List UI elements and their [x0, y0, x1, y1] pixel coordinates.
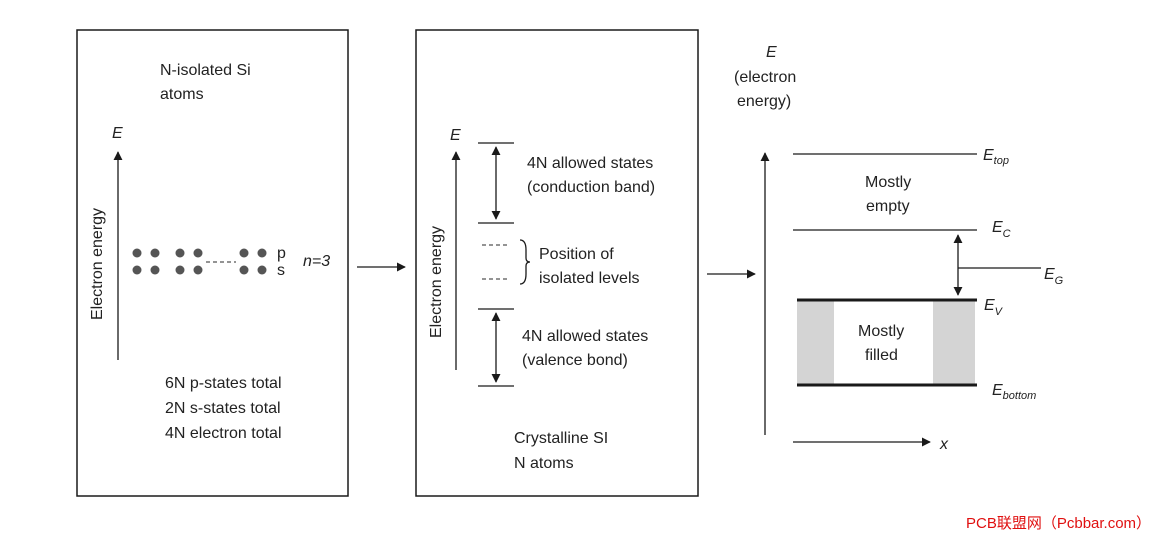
valence-label-line1: 4N allowed states: [522, 328, 648, 345]
e-bottom-label: Ebottom: [992, 382, 1036, 402]
p-level-label: p: [277, 245, 286, 262]
isolated-label-line2: isolated levels: [539, 270, 640, 287]
isolated-label-line1: Position of: [539, 246, 614, 263]
panel1-title-line2: atoms: [160, 86, 204, 103]
n-quantum-label: n=3: [303, 253, 330, 270]
panel1-stat-p-states: 6N p-states total: [165, 375, 282, 392]
panel-band-structure: E (electron energy) x Etop Mostly empty …: [734, 44, 1064, 453]
panel-isolated-atoms: N-isolated Si atoms E Electron energy p …: [76, 29, 349, 497]
e-c-label: EC: [992, 219, 1011, 240]
panel2-footer-line1: Crystalline SI: [514, 430, 608, 447]
conduction-label-line2: (conduction band): [527, 179, 655, 196]
valence-shade-right: [933, 300, 975, 385]
panel1-stat-s-states: 2N s-states total: [165, 400, 281, 417]
panel3-axis-desc-line2: energy): [737, 93, 791, 110]
panel1-stat-electrons: 4N electron total: [165, 425, 282, 442]
conduction-empty-line1: Mostly: [865, 174, 911, 191]
valence-filled-line1: Mostly: [858, 323, 904, 340]
panel3-axis-desc-line1: (electron: [734, 69, 796, 86]
panel2-axis-label: Electron energy: [428, 226, 445, 338]
panel1-axis-label: Electron energy: [89, 208, 106, 320]
e-top-label: Etop: [983, 147, 1009, 167]
valence-label-line2: (valence bond): [522, 352, 628, 369]
conduction-label-line1: 4N allowed states: [527, 155, 653, 172]
panel1-frame: [76, 29, 349, 497]
atomic-levels-dots: [132, 248, 267, 275]
conduction-empty-line2: empty: [866, 198, 910, 215]
panel2-axis-symbol: E: [450, 127, 461, 144]
e-g-label: EG: [1044, 266, 1064, 287]
panel2-footer-line2: N atoms: [514, 455, 574, 472]
valence-filled-line2: filled: [865, 347, 898, 364]
position-axis-label: x: [939, 436, 949, 453]
s-level-label: s: [277, 262, 285, 279]
watermark: PCB联盟网（Pcbbar.com）: [966, 515, 1151, 532]
isolated-levels-brace: [519, 239, 531, 285]
valence-shade-left: [797, 300, 834, 385]
panel1-title-line1: N-isolated Si: [160, 62, 251, 79]
e-v-label: EV: [984, 297, 1004, 318]
panel2-frame: [415, 29, 699, 497]
panel-crystalline: E Electron energy 4N allowed states (con…: [415, 29, 699, 497]
panel1-axis-symbol: E: [112, 125, 123, 142]
panel3-axis-symbol: E: [766, 44, 777, 61]
